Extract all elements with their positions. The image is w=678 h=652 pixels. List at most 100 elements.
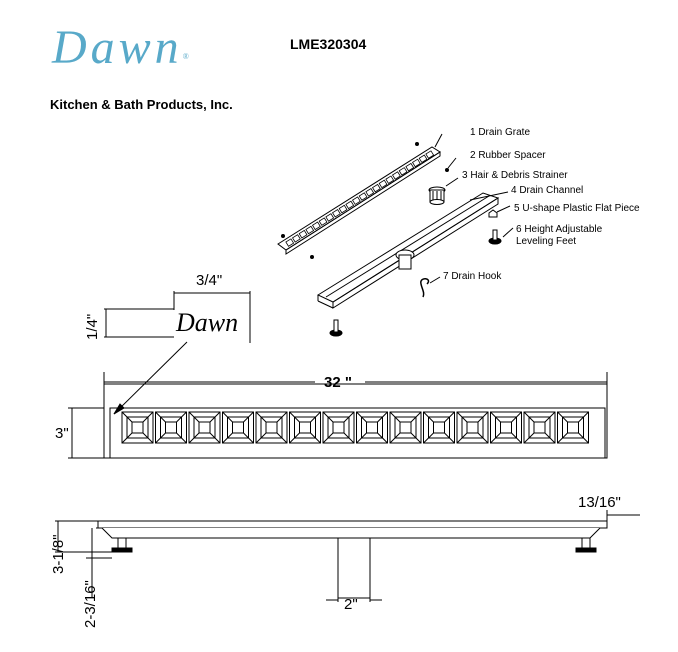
grate-hole bbox=[391, 171, 401, 180]
grate-pattern-line bbox=[343, 411, 355, 423]
dimension-grate-height: 13/16" bbox=[578, 494, 621, 511]
grate-pattern-line bbox=[477, 411, 489, 423]
grate-hole bbox=[305, 225, 315, 235]
grate-pattern-square bbox=[155, 411, 187, 444]
grate-hole bbox=[351, 196, 361, 205]
model-number: LME320304 bbox=[290, 36, 367, 52]
dimension-length: 32 " bbox=[324, 374, 352, 391]
grate-pattern-line bbox=[243, 411, 254, 423]
part-label-drain-channel: 4 Drain Channel bbox=[511, 185, 584, 196]
grate-hole bbox=[418, 154, 428, 164]
leveling-feet-illustration bbox=[329, 227, 514, 337]
dimension-width: 3" bbox=[55, 425, 69, 442]
rubber-spacer-illustration bbox=[281, 142, 457, 259]
grate-hole bbox=[298, 229, 308, 239]
part-label-leveling-feet-line1: 6 Height Adjustable bbox=[516, 224, 603, 235]
grate-pattern-square bbox=[366, 421, 378, 434]
grate-hole bbox=[318, 217, 328, 226]
dimension-logo-height: 1/4" bbox=[84, 313, 101, 340]
grate-pattern-square bbox=[500, 421, 512, 434]
grate-pattern-square bbox=[265, 421, 278, 434]
grate-pattern-line bbox=[276, 411, 288, 423]
dimension-feet-height: 2-3/16" bbox=[82, 580, 99, 628]
grate-hole bbox=[398, 167, 408, 176]
grate-hole bbox=[371, 183, 381, 193]
grate-pattern-square bbox=[528, 416, 551, 439]
part-label-u-shape: 5 U-shape Plastic Flat Piece bbox=[514, 203, 640, 214]
logo-text: Dawn bbox=[52, 21, 183, 74]
grate-pattern-square bbox=[131, 421, 144, 434]
part-label-hair-strainer: 3 Hair & Debris Strainer bbox=[462, 170, 568, 181]
grate-pattern-square bbox=[198, 421, 211, 434]
grate-pattern-line bbox=[289, 411, 300, 423]
grate-pattern-line bbox=[188, 432, 200, 444]
grate-pattern-line bbox=[176, 411, 187, 423]
grate-pattern-line bbox=[490, 432, 501, 444]
u-shape-piece-illustration bbox=[488, 205, 511, 218]
plan-view bbox=[68, 341, 608, 459]
grate-pattern-line bbox=[142, 411, 154, 423]
grate-pattern-line bbox=[289, 432, 300, 444]
grate-pattern-line bbox=[121, 432, 133, 444]
dimension-logo-width: 3/4" bbox=[196, 272, 223, 289]
grate-pattern-line bbox=[322, 411, 334, 423]
brand-logo: Dawn® bbox=[52, 24, 189, 72]
grate-pattern-square bbox=[433, 421, 445, 434]
grate-hole bbox=[405, 162, 415, 172]
grate-pattern-line bbox=[410, 432, 422, 444]
grate-hole bbox=[331, 208, 341, 218]
grate-pattern-square bbox=[428, 416, 450, 439]
grate-hole bbox=[345, 200, 355, 210]
grate-pattern-line bbox=[176, 432, 187, 444]
grate-pattern-line bbox=[423, 411, 434, 423]
grate-pattern-square bbox=[562, 416, 584, 439]
grate-pattern-line bbox=[544, 411, 556, 423]
grate-hole bbox=[425, 150, 435, 159]
grate-hole bbox=[338, 204, 348, 214]
grate-pattern-square bbox=[557, 411, 589, 444]
grate-pattern-line bbox=[523, 432, 535, 444]
grate-pattern-line bbox=[209, 432, 221, 444]
drain-grate-illustration bbox=[277, 133, 443, 255]
grate-pattern-line bbox=[155, 411, 166, 423]
grate-pattern-square bbox=[227, 416, 249, 439]
grate-pattern-line bbox=[444, 432, 455, 444]
grate-pattern-square bbox=[389, 411, 422, 444]
side-view bbox=[55, 510, 640, 602]
grate-pattern-line bbox=[222, 432, 233, 444]
dimension-outlet: 2" bbox=[344, 596, 358, 613]
grate-pattern-square bbox=[121, 411, 154, 444]
grate-pattern-square bbox=[165, 421, 177, 434]
grate-pattern-square bbox=[193, 416, 216, 439]
grate-pattern-line bbox=[377, 411, 388, 423]
grate-pattern-square bbox=[394, 416, 417, 439]
grate-pattern-line bbox=[155, 432, 166, 444]
grate-pattern-line bbox=[578, 411, 589, 423]
grate-pattern-square bbox=[495, 416, 517, 439]
grate-pattern-square bbox=[322, 411, 355, 444]
grate-pattern-line bbox=[456, 432, 468, 444]
logo-dimension-lines bbox=[104, 291, 251, 343]
grate-hole bbox=[378, 179, 388, 189]
grate-hole bbox=[311, 221, 321, 231]
grate-pattern-line bbox=[343, 432, 355, 444]
grate-pattern-line bbox=[377, 432, 388, 444]
grate-pattern-line bbox=[255, 432, 267, 444]
grate-pattern-line bbox=[356, 411, 367, 423]
grate-pattern-line bbox=[121, 411, 133, 423]
grate-pattern-line bbox=[310, 411, 321, 423]
grate-pattern-square bbox=[222, 411, 254, 444]
grate-pattern-square bbox=[399, 421, 412, 434]
grate-pattern-square bbox=[160, 416, 182, 439]
grate-pattern-line bbox=[511, 432, 522, 444]
grate-pattern-line bbox=[423, 432, 434, 444]
company-name: Kitchen & Bath Products, Inc. bbox=[50, 97, 233, 112]
grate-pattern-square bbox=[567, 421, 579, 434]
grate-pattern-square bbox=[456, 411, 489, 444]
grate-pattern-square bbox=[289, 411, 321, 444]
grate-pattern-line bbox=[523, 411, 535, 423]
grate-pattern-line bbox=[557, 432, 568, 444]
grate-pattern-line bbox=[490, 411, 501, 423]
grate-pattern-line bbox=[544, 432, 556, 444]
grate-pattern-line bbox=[511, 411, 522, 423]
